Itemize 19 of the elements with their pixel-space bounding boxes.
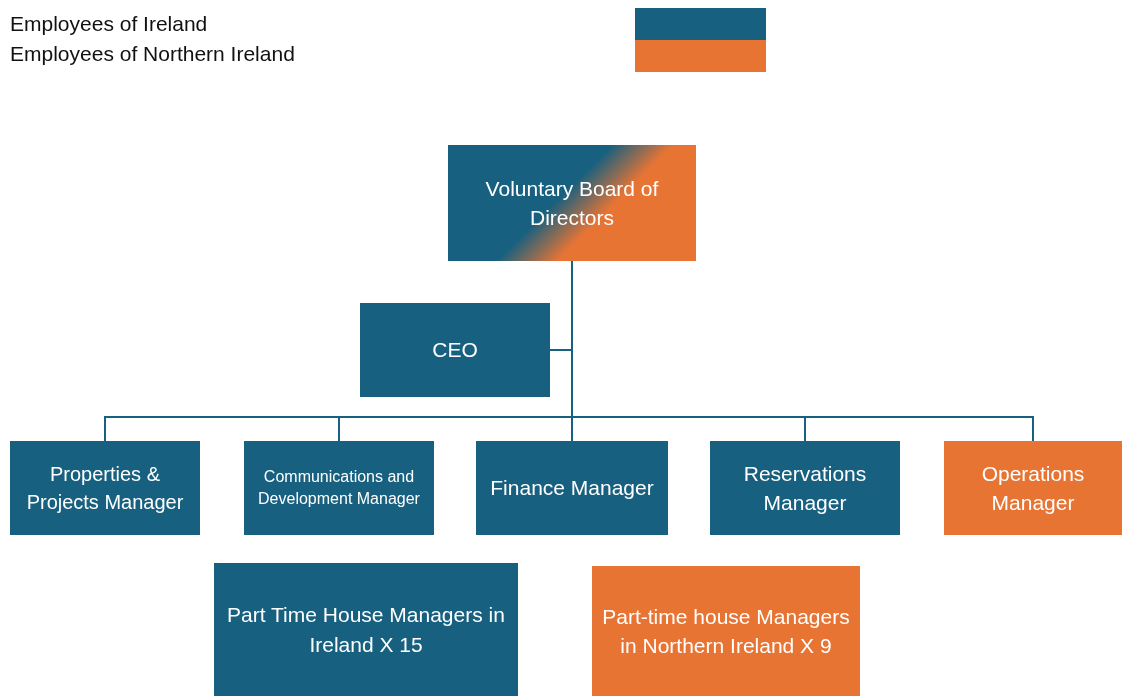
org-box	[944, 441, 1122, 535]
role-title: Properties & Projects Manager	[25, 462, 185, 515]
org-box	[448, 145, 696, 261]
org-box	[476, 441, 668, 535]
org-box	[710, 441, 900, 535]
role-title: Part-time house Managers in Northern Ireland X 9	[602, 603, 850, 659]
org-box	[360, 303, 550, 397]
legend-label: Employees of Ireland	[10, 12, 208, 36]
org-box	[592, 566, 860, 696]
role-title: Finance Manager	[490, 475, 654, 502]
role-title: Reservations Manager	[742, 460, 868, 516]
role-title: CEO	[432, 337, 478, 364]
org-box	[244, 441, 434, 535]
role-title: Communications and Development Manager	[257, 466, 421, 509]
role-title: Part Time House Managers in Ireland X 15	[226, 602, 506, 658]
org-box	[214, 563, 518, 696]
role-title: Operations Manager	[980, 460, 1086, 516]
legend-label: Employees of Northern Ireland	[10, 42, 295, 66]
org-box	[10, 441, 200, 535]
